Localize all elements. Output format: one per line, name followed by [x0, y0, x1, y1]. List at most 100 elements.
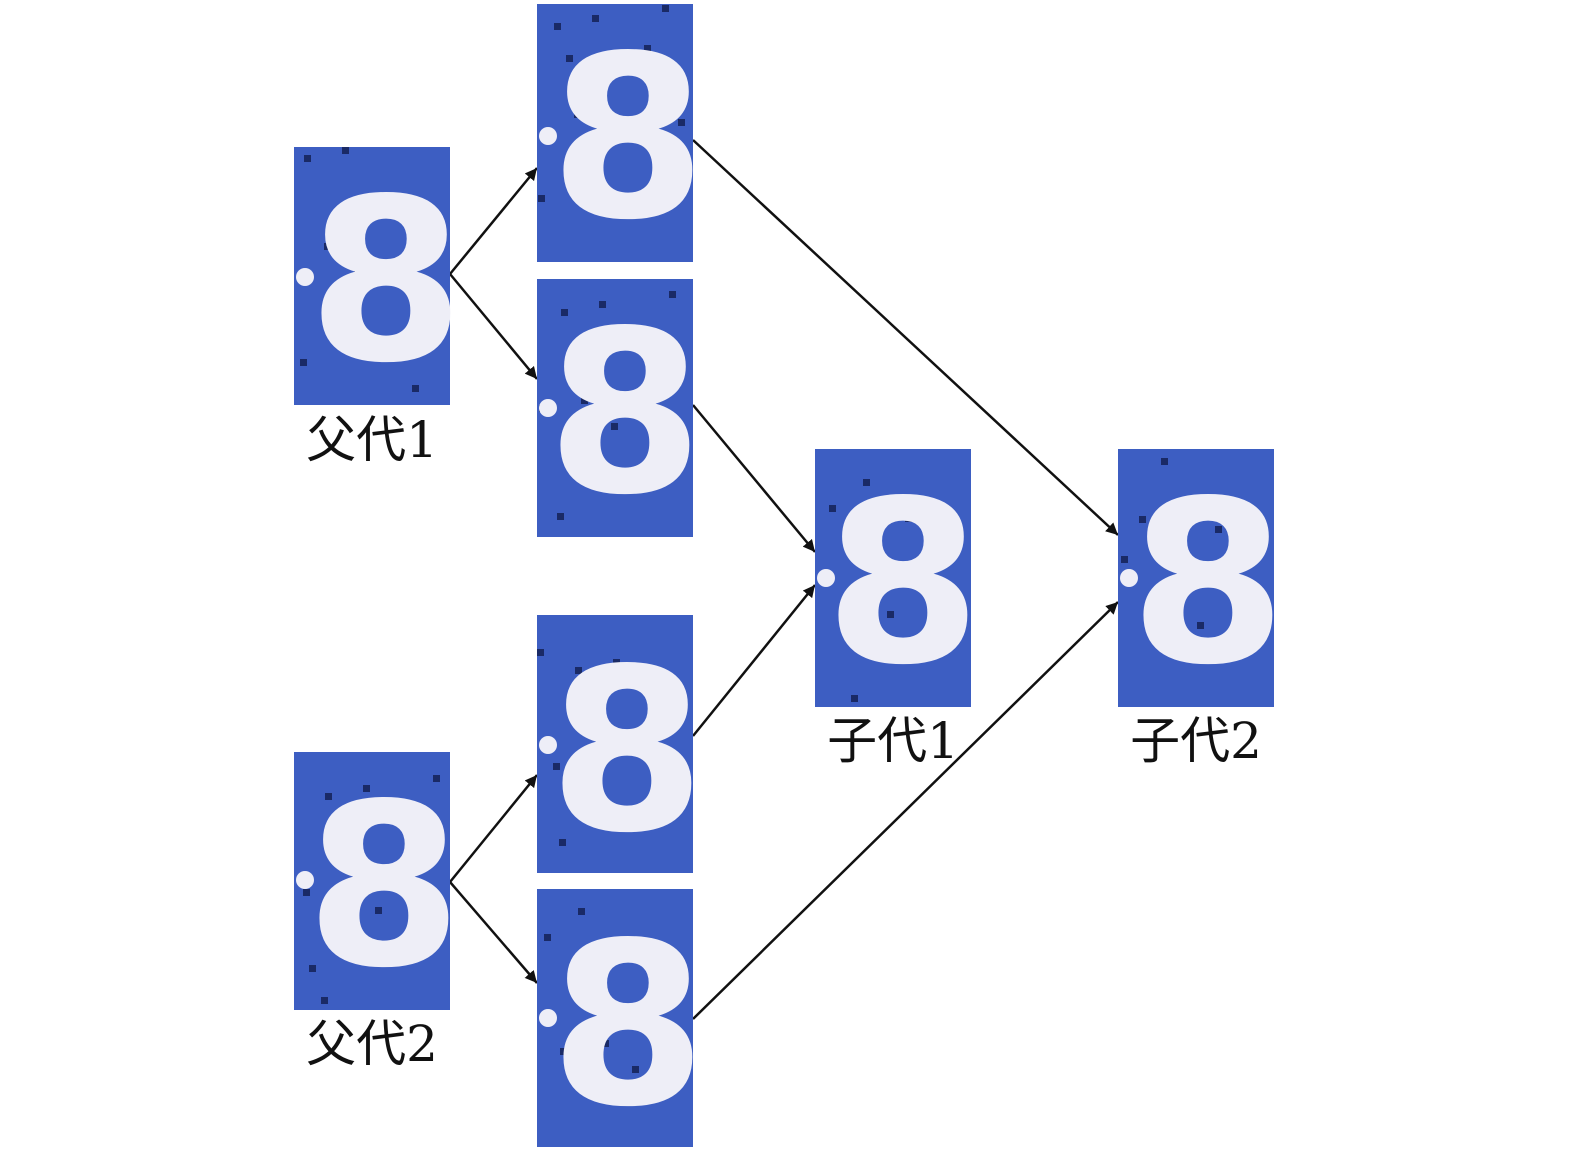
- tile-speck: [553, 763, 560, 770]
- tile-dot: [539, 127, 557, 145]
- tile-speck: [582, 952, 589, 959]
- tile-specks: [537, 649, 672, 846]
- tile-speck: [867, 523, 874, 530]
- tile-digit: 8: [1130, 453, 1287, 715]
- tile-speck: [300, 359, 307, 366]
- tile-speck: [1215, 526, 1222, 533]
- tile-speck: [309, 965, 316, 972]
- arrow-parent2-to-parent2-variant-a: [449, 774, 538, 883]
- tile-speck: [428, 251, 435, 258]
- tile-digit: 8: [550, 895, 707, 1154]
- tile-speck: [544, 934, 551, 941]
- tile-speck: [325, 793, 332, 800]
- tile-child1: 8: [815, 449, 981, 715]
- tile-dot: [296, 268, 314, 286]
- tile-speck: [678, 119, 685, 126]
- tile-specks: [829, 479, 924, 702]
- tile-speck: [537, 649, 544, 656]
- tile-speck: [303, 889, 310, 896]
- tile-background: [537, 279, 693, 537]
- tile-specks: [544, 908, 679, 1073]
- tile-speck: [578, 908, 585, 915]
- tile-speck: [863, 479, 870, 486]
- tile-parent2-variant-a: 8: [537, 615, 705, 883]
- tile-speck: [363, 785, 370, 792]
- tile-speck: [574, 111, 581, 118]
- arrow-parent1-to-parent1-variant-b: [449, 273, 538, 380]
- arrow-parent1-variant-b-to-child1: [692, 404, 816, 553]
- tile-speck: [587, 699, 594, 706]
- tile-parent1: 8: [294, 147, 464, 413]
- tile-speck: [602, 1040, 609, 1047]
- tile-speck: [611, 423, 618, 430]
- tile-speck: [917, 637, 924, 644]
- tile-speck: [433, 775, 440, 782]
- tile-background: [537, 4, 693, 262]
- tile-speck: [557, 513, 564, 520]
- tile-speck: [1121, 556, 1128, 563]
- tile-dot: [817, 569, 835, 587]
- tile-background: [537, 889, 693, 1147]
- arrow-parent1-variant-a-to-child2: [692, 139, 1119, 536]
- tile-speck: [566, 55, 573, 62]
- tile-parent2: 8: [294, 752, 462, 1018]
- tile-speck: [662, 5, 669, 12]
- tile-dot: [539, 399, 557, 417]
- tile-speck: [1139, 516, 1146, 523]
- arrow-parent1-to-parent1-variant-a: [449, 167, 538, 275]
- tile-background: [294, 147, 450, 405]
- tile-speck: [581, 397, 588, 404]
- tile-specks: [300, 147, 441, 392]
- tile-specks: [538, 5, 685, 202]
- label-parent1: 父代1: [306, 411, 438, 469]
- tile-speck: [1177, 534, 1184, 541]
- tile-digit: 8: [825, 453, 982, 715]
- tile-speck: [561, 309, 568, 316]
- tile-speck: [594, 984, 601, 991]
- label-parent2: 父代2: [306, 1015, 438, 1073]
- tile-speck: [1189, 566, 1196, 573]
- tile-background: [815, 449, 971, 707]
- tile-speck: [592, 15, 599, 22]
- tile-specks: [1121, 458, 1222, 637]
- tile-dot: [296, 871, 314, 889]
- tile-speck: [560, 1048, 567, 1055]
- label-child2: 子代2: [1130, 712, 1262, 770]
- tile-speck: [829, 505, 836, 512]
- tile-speck: [321, 997, 328, 1004]
- tile-parent1-variant-a: 8: [537, 4, 706, 270]
- tile-digit: 8: [547, 283, 704, 545]
- tile-speck: [620, 944, 627, 951]
- tile-dot: [1120, 569, 1138, 587]
- arrow-parent2-variant-a-to-child1: [692, 584, 816, 737]
- tile-speck: [845, 619, 852, 626]
- tile-speck: [887, 611, 894, 618]
- tile-speck: [644, 45, 651, 52]
- tile-speck: [412, 385, 419, 392]
- tile-digit: 8: [550, 8, 707, 270]
- tile-speck: [632, 1066, 639, 1073]
- tile-speck: [905, 515, 912, 522]
- tile-speck: [324, 243, 331, 250]
- tile-background: [1118, 449, 1274, 707]
- tile-speck: [1155, 630, 1162, 637]
- tile-background: [537, 615, 693, 873]
- tile-background: [294, 752, 450, 1010]
- tile-speck: [434, 327, 441, 334]
- arrow-parent2-to-parent2-variant-b: [449, 881, 538, 984]
- edges: [449, 139, 1119, 1020]
- tile-speck: [613, 659, 620, 666]
- tile-speck: [595, 755, 602, 762]
- tile-digit: 8: [308, 151, 465, 413]
- tile-speck: [342, 147, 349, 154]
- tile-speck: [665, 689, 672, 696]
- tile-speck: [354, 269, 361, 276]
- tile-speck: [375, 907, 382, 914]
- arrow-parent2-variant-b-to-child2: [692, 601, 1119, 1020]
- tile-speck: [669, 291, 676, 298]
- tile-speck: [345, 881, 352, 888]
- tile-child2: 8: [1118, 449, 1286, 715]
- tile-digit: 8: [306, 756, 463, 1018]
- tile-speck: [1161, 458, 1168, 465]
- tile-digit: 8: [549, 621, 706, 883]
